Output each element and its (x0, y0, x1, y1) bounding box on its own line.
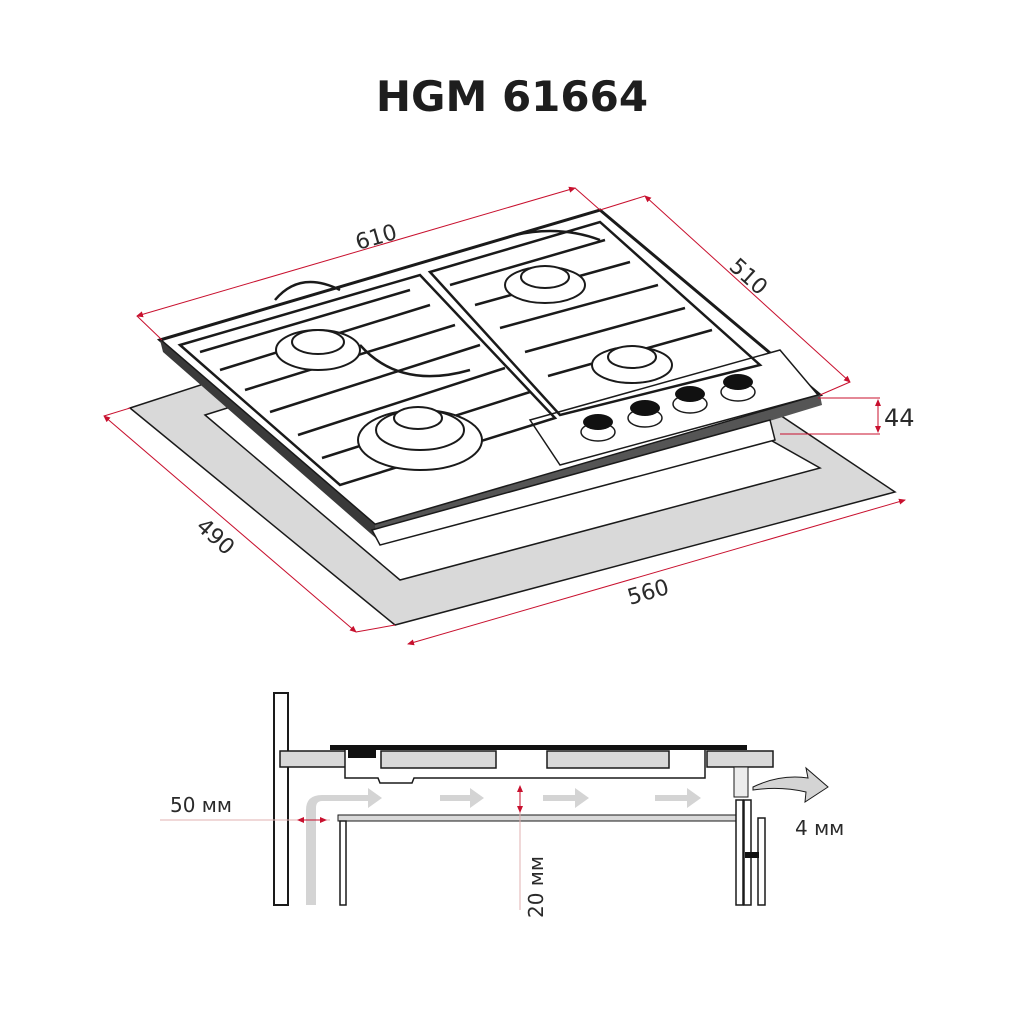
knob-4 (720, 374, 756, 402)
dim-depth-label: 510 (724, 254, 772, 301)
airflow-arrow-4 (655, 788, 701, 808)
rear-wall (757, 817, 766, 906)
section-view: 50 мм 20 мм 4 мм (160, 692, 844, 918)
section-dimensions (160, 785, 523, 910)
dim-cutout-width-label: 560 (625, 575, 672, 611)
left-wall (273, 692, 289, 906)
exhaust-arrow (752, 766, 829, 803)
airflow-arrow-3 (543, 788, 589, 808)
burner-front-left (357, 406, 483, 471)
model-title: HGM 61664 (375, 72, 649, 121)
knob-3 (672, 386, 708, 414)
dim-cutout-depth-label: 490 (191, 514, 239, 561)
countertop-left (279, 750, 347, 768)
burners (275, 265, 673, 471)
rear-gap-label: 4 мм (795, 816, 844, 840)
bottom-clearance-label: 20 мм (524, 856, 548, 918)
dim-height-label: 44 (884, 404, 915, 432)
airflow-arrows (306, 766, 829, 905)
side-clearance-label: 50 мм (170, 793, 232, 817)
cabinet-shelf (337, 814, 743, 822)
dimension-lines (103, 186, 906, 646)
isometric-view: 610 510 44 490 560 (100, 186, 915, 646)
cabinet-side-left (339, 820, 347, 906)
burner-rear-right (504, 265, 586, 304)
airflow-arrow-inlet (306, 788, 382, 905)
airflow-arrow-2 (440, 788, 484, 808)
burner-front-right (591, 345, 673, 384)
countertop-right (706, 750, 774, 768)
cabinet-back-panel (735, 799, 744, 906)
knob-1 (580, 414, 616, 442)
hob-section (330, 745, 749, 798)
burner-rear-left (275, 329, 361, 371)
dim-width-label: 610 (353, 220, 400, 256)
knob-2 (627, 400, 663, 428)
